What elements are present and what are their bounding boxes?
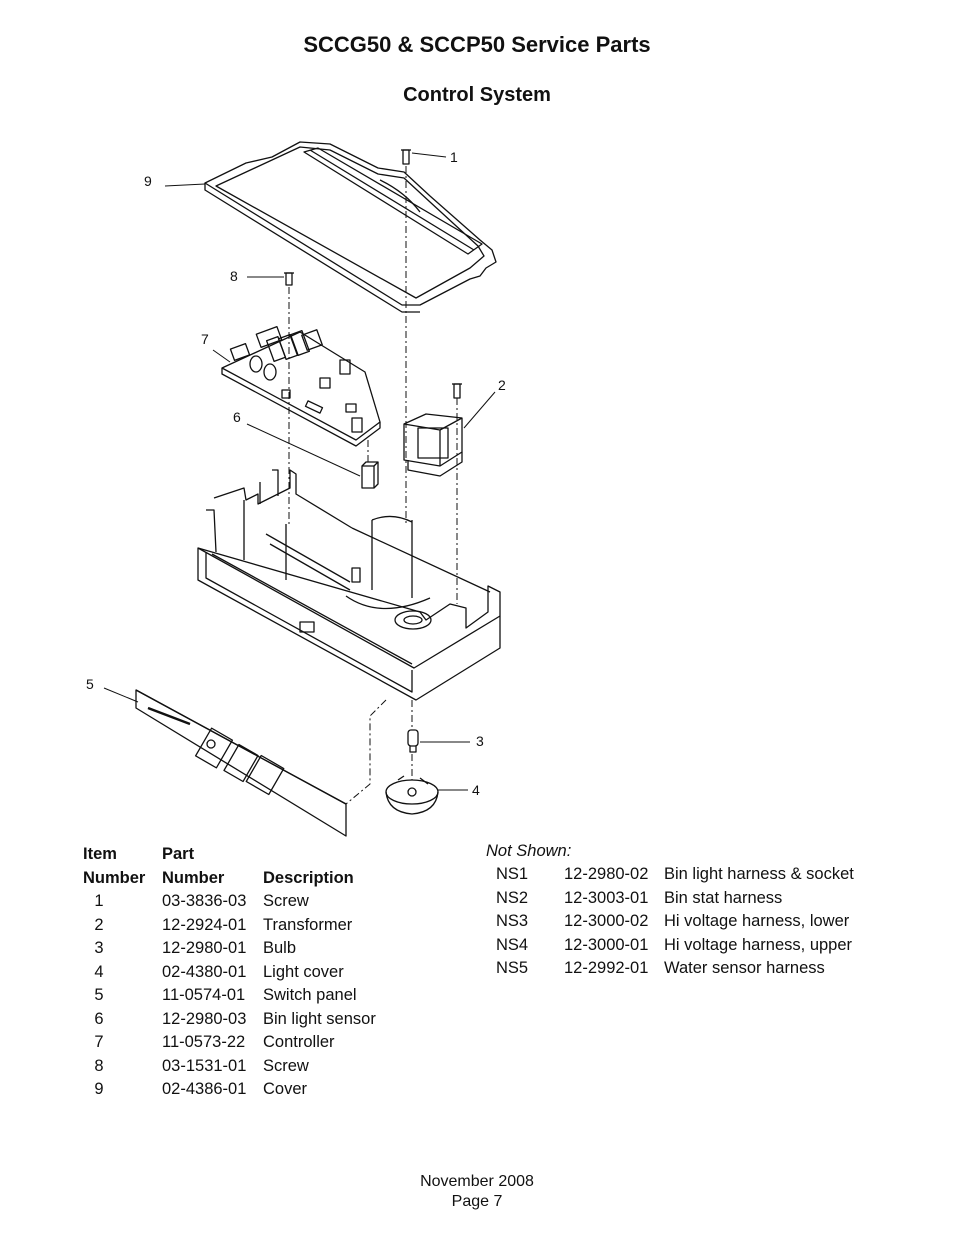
callout-1: 1 [450,149,458,165]
ns-description: Bin stat harness [664,888,783,907]
ns-id: NS2 [496,888,529,907]
item-number: 3 [94,939,104,957]
ns-description: Bin light harness & socket [664,865,854,883]
part-description: Switch panel [263,986,357,1004]
ns-part-number: 12-3003-01 [564,888,649,907]
parts-table-header-2: Number Number Description [83,867,413,891]
table-row: 6 12-2980-03 Bin light sensor [83,1008,413,1032]
transformer-part-2 [403,383,463,477]
item-number: 2 [94,915,104,934]
table-row: 9 02-4386-01 Cover [83,1078,413,1102]
header-part-number: Number [162,868,225,887]
exploded-parts-diagram: 1 9 8 7 2 6 5 3 4 [86,141,506,837]
item-number: 6 [94,1009,104,1028]
part-description: Light cover [263,962,344,981]
ns-id: NS4 [496,935,529,954]
switch-panel-part-5 [135,689,347,837]
item-number: 5 [94,986,104,1004]
footer-page-number: Page 7 [451,1193,503,1210]
item-number: 4 [94,962,104,981]
callout-9: 9 [144,173,152,189]
not-shown-title: Not Shown: [486,842,572,860]
item-number: 1 [94,892,104,910]
callout-5: 5 [86,676,94,692]
light-cover-part-4 [385,775,439,815]
screw-part-8 [284,272,294,286]
part-description: Cover [263,1080,308,1098]
ns-part-number: 12-3000-02 [564,912,649,930]
controller-board-part-7 [221,326,381,447]
part-number: 12-2924-01 [162,915,247,934]
header-part: Part [162,845,195,863]
section-subtitle: Control System [403,84,551,106]
table-row: 3 12-2980-01 Bulb [83,937,413,961]
ns-description: Water sensor harness [664,959,825,977]
part-number: 11-0573-22 [162,1033,246,1051]
footer-date: November 2008 [420,1173,534,1190]
parts-table-header-1: Item Part [83,843,413,867]
table-row: 4 02-4380-01 Light cover [83,961,413,985]
callout-8: 8 [230,268,238,284]
callout-6: 6 [233,409,241,425]
callout-7: 7 [201,331,209,347]
part-description: Bin light sensor [263,1009,376,1028]
ns-description: Hi voltage harness, upper [664,935,853,954]
callout-3: 3 [476,733,484,749]
ns-id: NS1 [496,865,529,883]
bulb-part-3 [407,729,419,753]
callout-2: 2 [498,377,506,393]
cover-part-9 [204,141,497,313]
ns-part-number: 12-3000-01 [564,935,649,954]
page-footer: November 2008 Page 7 [0,1172,954,1212]
part-description: Screw [263,1056,309,1075]
part-number: 02-4386-01 [162,1080,247,1098]
base-housing [197,469,501,701]
table-row: 8 03-1531-01 Screw [83,1055,413,1079]
ns-id: NS3 [496,912,529,930]
table-row: 7 11-0573-22 Controller [83,1031,413,1055]
part-number: 11-0574-01 [162,986,246,1004]
ns-id: NS5 [496,959,529,977]
part-number: 03-1531-01 [162,1056,247,1075]
screw-part-1 [401,149,411,165]
ns-part-number: 12-2980-02 [564,865,649,883]
part-number: 12-2980-01 [162,939,247,957]
bin-light-sensor-part-6 [361,461,379,489]
part-number: 02-4380-01 [162,962,247,981]
parts-table: Item Part Number Number Description 1 03… [83,843,413,1102]
part-description: Controller [263,1033,335,1051]
part-number: 03-3836-03 [162,892,247,910]
item-number: 8 [94,1056,104,1075]
item-number: 9 [94,1080,104,1098]
ns-part-number: 12-2992-01 [564,959,649,977]
part-number: 12-2980-03 [162,1009,247,1028]
header-number: Number [83,868,146,887]
part-description: Bulb [263,939,297,957]
header-item: Item [83,845,117,863]
table-row: 5 11-0574-01 Switch panel [83,984,413,1008]
part-description: Transformer [263,915,353,934]
part-description: Screw [263,892,309,910]
table-row: 2 12-2924-01 Transformer [83,914,413,938]
callout-4: 4 [472,782,480,798]
page-title: SCCG50 & SCCP50 Service Parts [303,32,651,57]
item-number: 7 [94,1033,104,1051]
table-row: 1 03-3836-03 Screw [83,890,413,914]
header-description: Description [263,868,354,887]
ns-description: Hi voltage harness, lower [664,912,850,930]
